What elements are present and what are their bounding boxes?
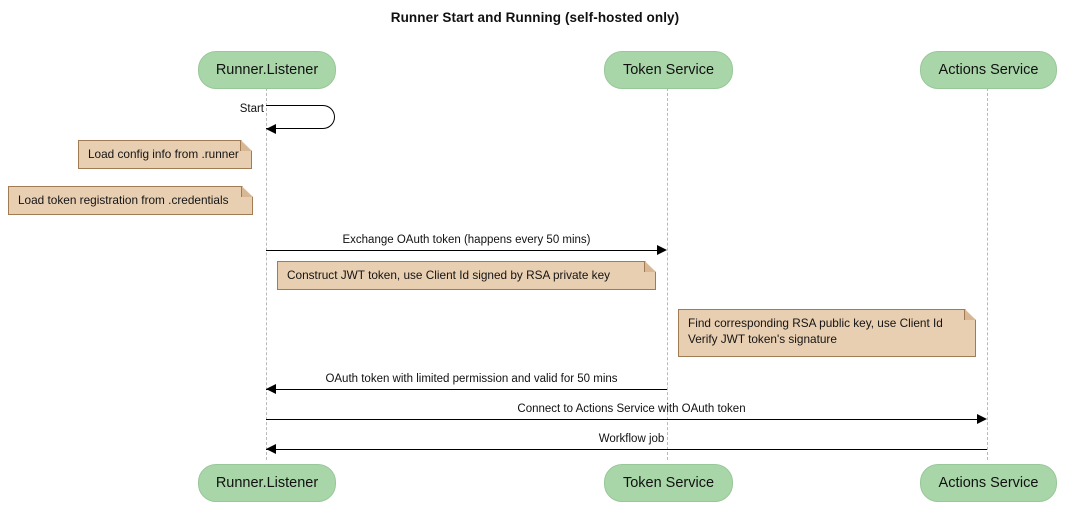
note-load-token-registration-wrap: Load token registration from .credential…: [8, 186, 253, 215]
message-line-oauth-token-returned: [266, 389, 667, 390]
message-line-workflow-job: [266, 449, 987, 450]
message-label-workflow-job: Workflow job: [598, 433, 665, 445]
participant-label: Runner.Listener: [215, 62, 319, 78]
message-arrowhead-connect-actions-service: [977, 414, 987, 424]
note-verify-jwt-wrap: Find corresponding RSA public key, use C…: [678, 309, 976, 357]
note-construct-jwt-wrap: Construct JWT token, use Client Id signe…: [277, 261, 656, 290]
note-construct-jwt: Construct JWT token, use Client Id signe…: [277, 261, 656, 290]
message-line-exchange-oauth-token: [266, 250, 657, 251]
message-label-connect-actions-service: Connect to Actions Service with OAuth to…: [517, 403, 746, 415]
note-load-config-wrap: Load config info from .runner: [78, 140, 252, 169]
note-load-token-registration: Load token registration from .credential…: [8, 186, 253, 215]
message-line-connect-actions-service: [266, 419, 977, 420]
message-arrowhead-oauth-token-returned: [266, 384, 276, 394]
lifeline-token-service: [667, 88, 668, 460]
participant-top-actions-service[interactable]: Actions Service: [920, 51, 1057, 89]
participant-label: Token Service: [622, 62, 715, 78]
message-label-oauth-token-returned: OAuth token with limited permission and …: [325, 373, 618, 385]
participant-label: Actions Service: [938, 475, 1039, 491]
message-arrowhead-exchange-oauth-token: [657, 245, 667, 255]
note-fold-icon: [644, 261, 656, 272]
participant-bottom-runner-listener[interactable]: Runner.Listener: [198, 464, 336, 502]
self-message-label-start: Start: [239, 103, 264, 115]
participant-label: Token Service: [622, 475, 715, 491]
page-title: Runner Start and Running (self-hosted on…: [390, 10, 680, 25]
self-message-arrowhead-start: [266, 124, 276, 134]
participant-label: Actions Service: [938, 62, 1039, 78]
participant-top-token-service[interactable]: Token Service: [604, 51, 733, 89]
participant-bottom-token-service[interactable]: Token Service: [604, 464, 733, 502]
participant-top-runner-listener[interactable]: Runner.Listener: [198, 51, 336, 89]
participant-bottom-actions-service[interactable]: Actions Service: [920, 464, 1057, 502]
note-fold-icon: [964, 309, 976, 320]
message-label-exchange-oauth-token: Exchange OAuth token (happens every 50 m…: [342, 234, 591, 246]
participant-label: Runner.Listener: [215, 475, 319, 491]
lifeline-runner-listener: [266, 88, 267, 460]
note-load-config: Load config info from .runner: [78, 140, 252, 169]
note-fold-icon: [240, 140, 252, 151]
self-message-loop-start: [266, 105, 335, 129]
note-verify-jwt: Find corresponding RSA public key, use C…: [678, 309, 976, 357]
message-arrowhead-workflow-job: [266, 444, 276, 454]
lifeline-actions-service: [987, 88, 988, 460]
note-fold-icon: [241, 186, 253, 197]
